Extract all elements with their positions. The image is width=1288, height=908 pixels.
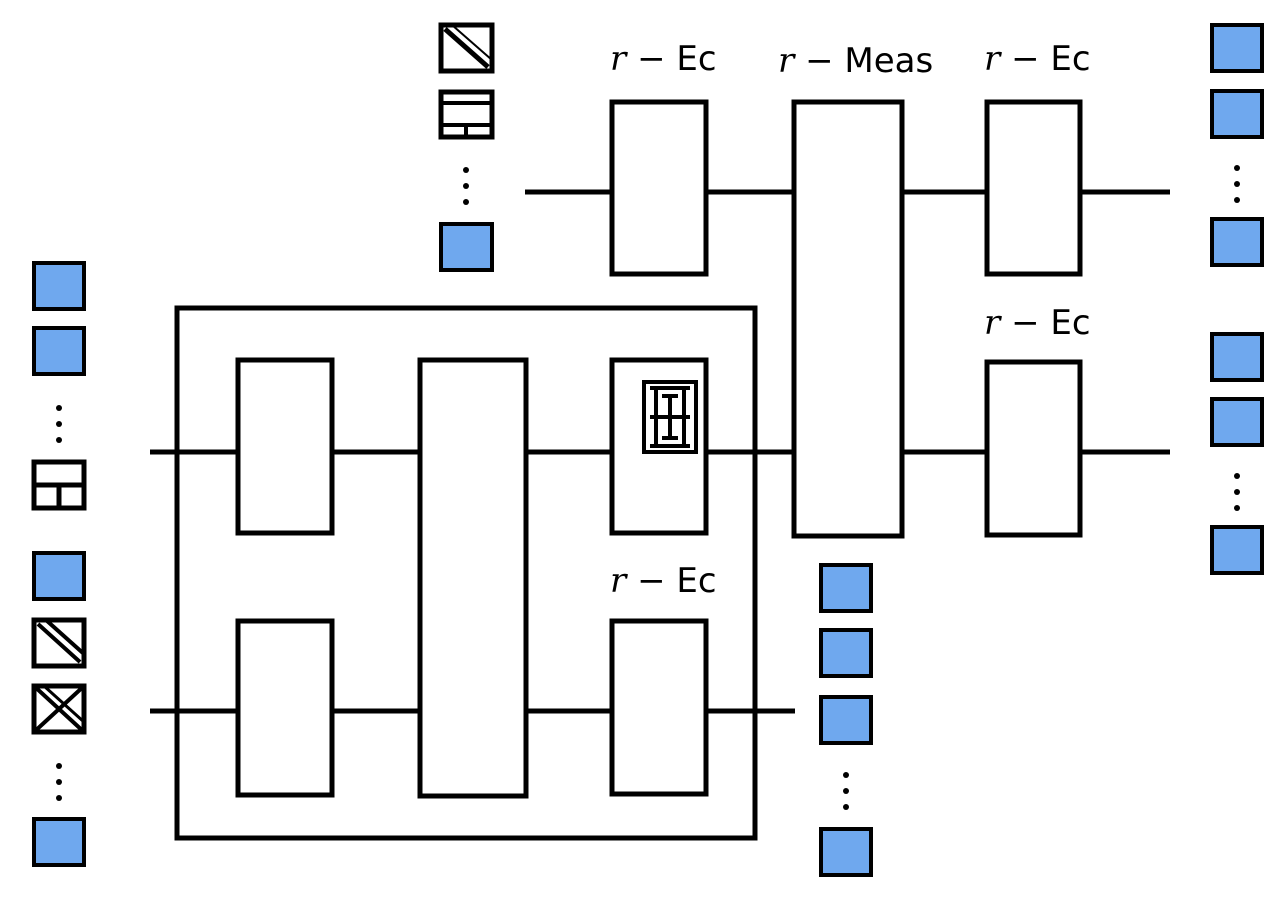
qubit-bottom-center-1	[819, 563, 873, 613]
qubit-right-mid-3	[1210, 525, 1264, 575]
gate-ec-top-1	[609, 99, 709, 277]
label-ec-inner: r − Ec	[610, 561, 717, 601]
gate-meas	[791, 99, 905, 539]
ellipsis-left-1	[56, 405, 62, 443]
label-meas: r − Meas	[778, 41, 933, 81]
qubit-top-center	[439, 222, 494, 272]
qubit-bottom-center-4	[819, 827, 873, 877]
ellipsis-top-center	[463, 167, 469, 205]
gate-inner-tall	[417, 357, 529, 799]
qubit-right-mid-2	[1210, 397, 1264, 447]
gate-inner-bot-1	[235, 618, 335, 798]
qubit-left-2	[32, 326, 86, 376]
label-ec-top-1: r − Ec	[610, 39, 717, 79]
ellipsis-right-top	[1234, 165, 1240, 203]
cross-hatch-icon	[31, 683, 87, 735]
ellipsis-left-2	[56, 763, 62, 801]
diagonal-slash-icon	[438, 22, 495, 74]
gate-inner-mid-1	[235, 357, 335, 536]
qubit-right-top-2	[1210, 89, 1264, 139]
label-ec-top-2: r − Ec	[984, 39, 1091, 79]
gate-ec-mid-right	[984, 359, 1083, 538]
split-box-icon	[31, 459, 87, 511]
qubit-left-1	[32, 261, 86, 311]
qubit-left-3	[32, 551, 86, 601]
qubit-right-top-1	[1210, 23, 1264, 73]
outer-block	[174, 305, 758, 841]
qubit-bottom-center-3	[819, 695, 873, 745]
hatched-slash-icon	[31, 617, 87, 669]
ellipsis-bottom-center	[843, 772, 849, 810]
label-ec-mid-right: r − Ec	[984, 303, 1091, 343]
qubit-right-top-3	[1210, 217, 1264, 267]
qubit-right-mid-1	[1210, 332, 1264, 382]
ellipsis-right-mid	[1234, 473, 1240, 511]
maze-glyph-icon	[642, 380, 698, 454]
qubit-left-4	[32, 817, 86, 867]
brick-grid-icon	[438, 89, 495, 140]
qubit-bottom-center-2	[819, 628, 873, 678]
gate-inner-ec	[609, 618, 709, 797]
gate-ec-top-2	[984, 99, 1083, 277]
